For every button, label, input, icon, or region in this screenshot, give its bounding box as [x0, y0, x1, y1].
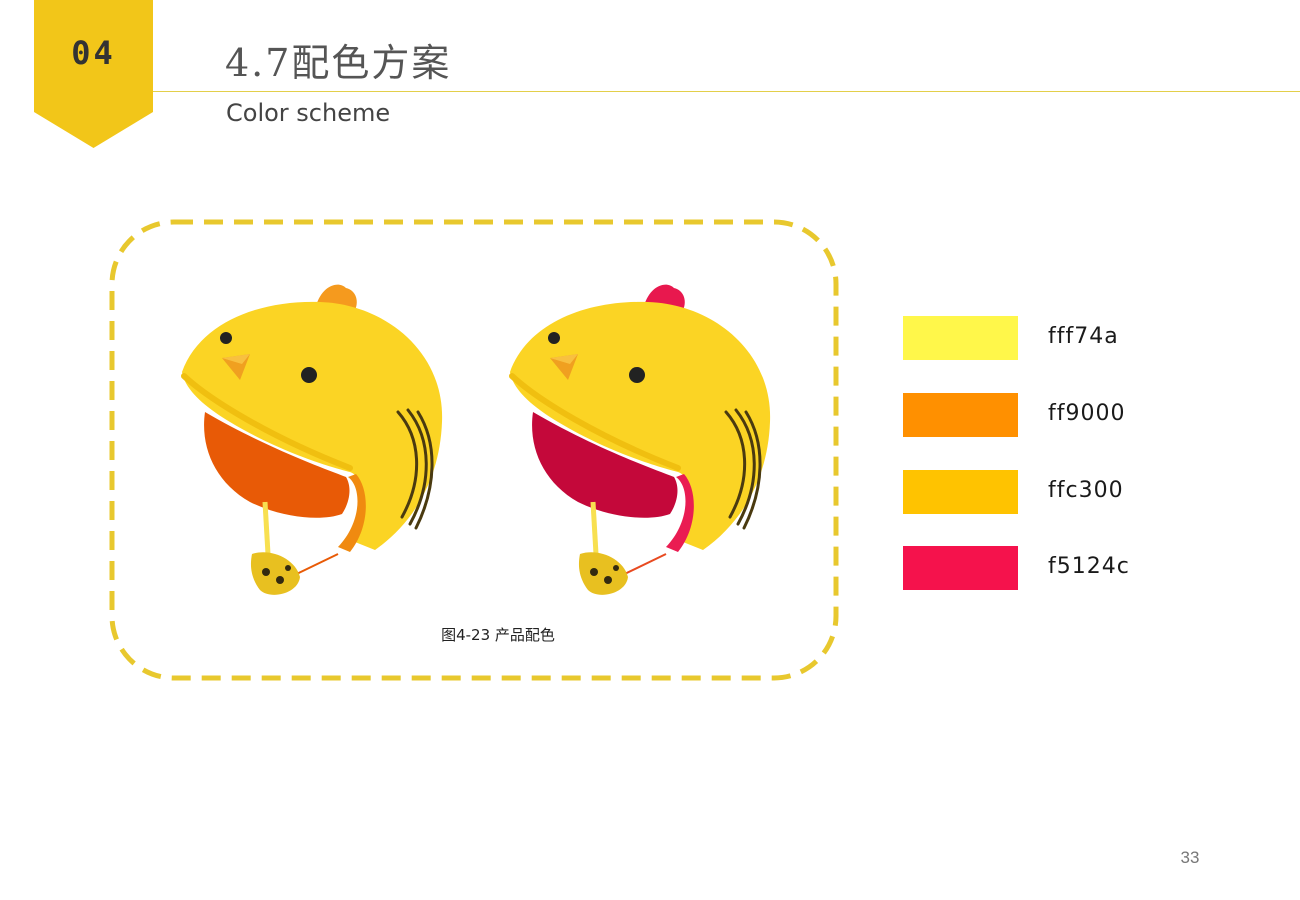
helmet-chin-cup	[250, 552, 300, 595]
figure-frame	[109, 219, 839, 681]
color-swatch	[903, 393, 1018, 437]
helmet-eye-right	[629, 367, 645, 383]
section-number: 04	[71, 34, 116, 72]
palette-item: f5124c	[903, 546, 1203, 590]
helmet-chin-dot	[276, 576, 284, 584]
page-title: 4.7配色方案	[225, 41, 452, 85]
helmet-rim	[181, 373, 353, 471]
color-hex-label: f5124c	[1048, 554, 1130, 579]
helmet-chin-dot	[604, 576, 612, 584]
figure-caption: 图4-23 产品配色	[441, 626, 555, 644]
helmet-shell	[510, 301, 771, 550]
helmet-eye-left	[220, 332, 232, 344]
helmet-red-variant	[509, 284, 771, 595]
helmet-chin-dot	[285, 565, 291, 571]
helmet-wing	[724, 408, 762, 530]
helmet-eye-right	[301, 367, 317, 383]
helmet-strap	[262, 501, 271, 555]
helmet-chin-dot	[262, 568, 270, 576]
helmet-lining-right	[338, 474, 366, 552]
helmet-beak-shade	[222, 354, 250, 364]
palette-item: ff9000	[903, 393, 1203, 437]
helmet-shell	[182, 301, 443, 550]
color-swatch	[903, 546, 1018, 590]
helmet-lining	[532, 412, 678, 518]
helmet-chin-dot	[590, 568, 598, 576]
helmet-wing	[396, 408, 434, 530]
color-hex-label: ff9000	[1048, 401, 1126, 426]
helmet-chin-cup	[578, 552, 628, 595]
page-number: 33	[1180, 848, 1200, 867]
color-hex-label: fff74a	[1048, 324, 1119, 349]
palette-item: fff74a	[903, 316, 1203, 360]
helmet-lining-right	[666, 474, 694, 552]
palette-item: ffc300	[903, 470, 1203, 514]
page-subtitle: Color scheme	[226, 99, 391, 127]
color-swatch	[903, 470, 1018, 514]
helmet-eye-left	[548, 332, 560, 344]
helmet-orange-variant	[181, 284, 443, 595]
helmet-chin-dot	[613, 565, 619, 571]
helmet-rim	[509, 373, 681, 471]
helmet-beak-shade	[550, 354, 578, 364]
color-swatch	[903, 316, 1018, 360]
section-badge: 04	[34, 0, 153, 148]
header-divider	[153, 91, 1300, 92]
helmet-strap	[590, 501, 599, 555]
helmet-lining	[204, 412, 350, 518]
color-hex-label: ffc300	[1048, 478, 1124, 503]
